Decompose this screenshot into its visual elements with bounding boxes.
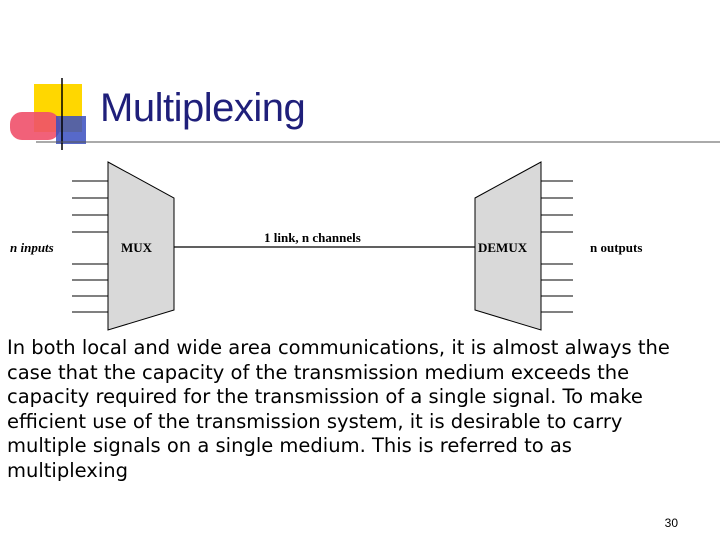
mux-block <box>107 161 175 331</box>
outputs-label: n outputs <box>590 240 642 255</box>
decoration-blue-square <box>56 116 86 144</box>
slide-title: Multiplexing <box>100 86 306 130</box>
output-lines <box>541 180 573 313</box>
page-number: 30 <box>664 516 678 530</box>
mux-label: MUX <box>121 240 153 255</box>
body-paragraph: In both local and wide area communicatio… <box>7 336 670 482</box>
inputs-label: n inputs <box>10 240 54 255</box>
title-decoration <box>10 78 720 150</box>
link-label: 1 link, n channels <box>264 230 361 245</box>
multiplexing-diagram: n inputs MUX 1 link, n channels DEMUX n … <box>10 161 642 331</box>
demux-block <box>474 161 542 331</box>
decoration-red-bar <box>10 112 60 140</box>
input-lines <box>72 180 108 313</box>
demux-label: DEMUX <box>478 240 528 255</box>
